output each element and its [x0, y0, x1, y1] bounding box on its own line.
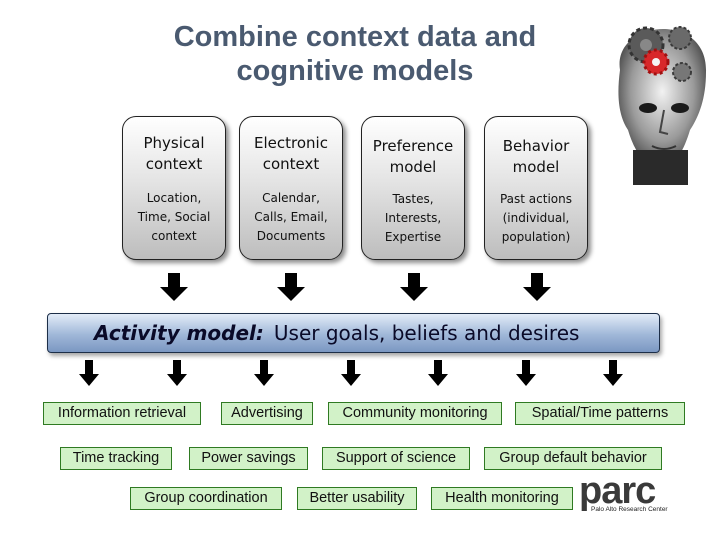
app-support-of-science: Support of science: [322, 447, 470, 470]
heading-line: context: [145, 155, 203, 173]
detail-line: Calendar,: [262, 191, 320, 205]
down-arrow-icon: [277, 273, 305, 301]
heading-line: Electronic: [254, 134, 328, 152]
down-arrow-icon: [523, 273, 551, 301]
app-power-savings: Power savings: [189, 447, 308, 470]
context-box-detail: Tastes, Interests, Expertise: [362, 190, 464, 247]
activity-model-bar: Activity model: User goals, beliefs and d…: [47, 313, 660, 353]
context-box-preference: Preference model Tastes, Interests, Expe…: [361, 116, 465, 260]
down-arrow-icon: [79, 360, 99, 386]
detail-line: Expertise: [384, 230, 442, 244]
context-box-heading: Electronic context: [240, 133, 342, 175]
parc-logo: parc Palo Alto Research Center: [575, 470, 695, 516]
down-arrow-icon: [341, 360, 361, 386]
detail-line: Past actions: [499, 192, 572, 206]
heading-line: Preference: [372, 137, 454, 155]
detail-line: context: [151, 229, 197, 243]
app-information-retrieval: Information retrieval: [43, 402, 201, 425]
down-arrow-icon: [254, 360, 274, 386]
detail-line: (individual,: [502, 211, 570, 225]
heading-line: model: [512, 158, 560, 176]
down-arrow-icon: [160, 273, 188, 301]
detail-line: Documents: [256, 229, 326, 243]
small-gear-icon: [668, 26, 692, 82]
heading-line: model: [389, 158, 437, 176]
context-box-electronic: Electronic context Calendar, Calls, Emai…: [239, 116, 343, 260]
head-gears-illustration: [618, 26, 707, 185]
detail-line: Calls, Email,: [254, 210, 328, 224]
heading-line: Physical: [143, 134, 205, 152]
parc-logo-subtitle: Palo Alto Research Center: [591, 506, 668, 513]
app-group-default-behavior: Group default behavior: [484, 447, 662, 470]
down-arrow-icon: [167, 360, 187, 386]
activity-model-label: Activity model:: [94, 321, 264, 345]
context-box-detail: Past actions (individual, population): [485, 190, 587, 247]
app-better-usability: Better usability: [297, 487, 417, 510]
app-spatial-time-patterns: Spatial/Time patterns: [515, 402, 685, 425]
heading-line: Behavior: [502, 137, 570, 155]
context-box-behavior: Behavior model Past actions (individual,…: [484, 116, 588, 260]
down-arrow-icon: [603, 360, 623, 386]
app-community-monitoring: Community monitoring: [328, 402, 502, 425]
detail-line: Location,: [146, 191, 202, 205]
app-group-coordination: Group coordination: [130, 487, 282, 510]
context-box-heading: Preference model: [362, 136, 464, 178]
app-time-tracking: Time tracking: [60, 447, 172, 470]
context-box-detail: Calendar, Calls, Email, Documents: [240, 189, 342, 246]
context-box-heading: Physical context: [123, 133, 225, 175]
app-advertising: Advertising: [221, 402, 313, 425]
parc-logo-word: parc: [579, 470, 656, 512]
heading-line: context: [262, 155, 320, 173]
red-gear-icon: [642, 48, 670, 76]
down-arrow-icon: [400, 273, 428, 301]
title-line-2: cognitive models: [236, 55, 474, 87]
context-box-heading: Behavior model: [485, 136, 587, 178]
activity-model-text: User goals, beliefs and desires: [273, 321, 580, 345]
down-arrow-icon: [428, 360, 448, 386]
context-box-detail: Location, Time, Social context: [123, 189, 225, 246]
detail-line: Interests,: [384, 211, 442, 225]
detail-line: Tastes,: [392, 192, 434, 206]
context-box-physical: Physical context Location, Time, Social …: [122, 116, 226, 260]
down-arrow-icon: [516, 360, 536, 386]
detail-line: population): [501, 230, 571, 244]
page-title: Combine context data and cognitive model…: [120, 20, 590, 88]
app-health-monitoring: Health monitoring: [431, 487, 573, 510]
detail-line: Time, Social: [137, 210, 211, 224]
title-line-1: Combine context data and: [173, 21, 537, 53]
